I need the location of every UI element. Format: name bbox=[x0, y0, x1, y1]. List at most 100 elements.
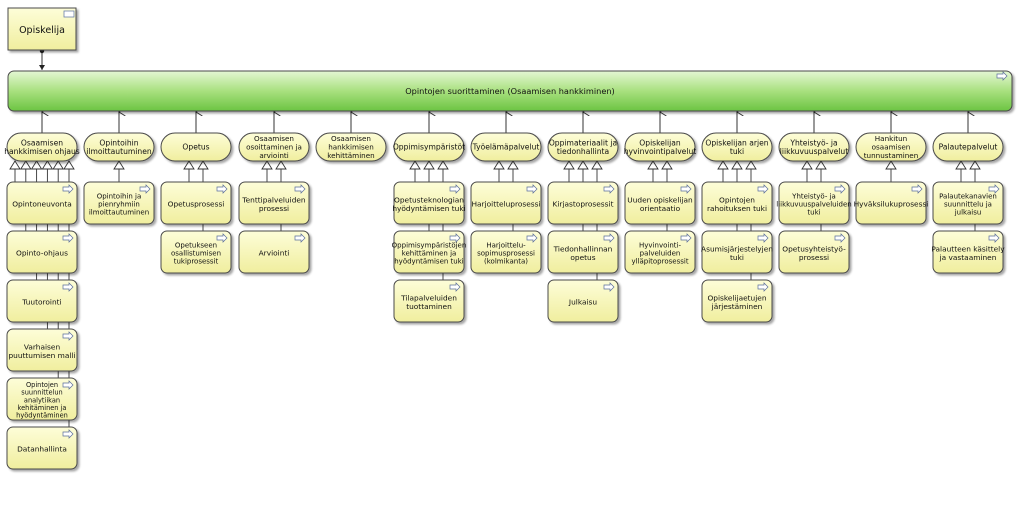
process-item[interactable]: Kirjastoprosessit bbox=[547, 181, 619, 225]
process-label: Opintojen suorittaminen (Osaamisen hankk… bbox=[405, 86, 615, 96]
label-line: opetus bbox=[570, 253, 595, 262]
process-item[interactable]: Opetusyhteistyö-prosessi bbox=[778, 230, 850, 274]
composition-triangle bbox=[275, 160, 287, 170]
label-line: Yhteistyö- ja bbox=[791, 192, 836, 200]
label-line: Varhaisen bbox=[24, 342, 61, 351]
process-arrow-icon bbox=[294, 233, 306, 243]
column-header[interactable]: Opetus bbox=[160, 132, 232, 162]
process-arrow-icon bbox=[62, 380, 74, 390]
process-item[interactable]: Harjoitteluprosessi bbox=[470, 181, 542, 225]
label-line: hyödyntämisen tuki bbox=[394, 258, 464, 266]
process-arrow-icon bbox=[988, 184, 1000, 194]
label-text: Datanhallinta bbox=[17, 445, 67, 454]
process-item[interactable]: Harjoittelu-sopimusprosessi(kolmikanta) bbox=[470, 230, 542, 274]
process-arrow-icon bbox=[449, 233, 461, 243]
composition-triangle bbox=[577, 160, 589, 170]
process-arrow-icon bbox=[603, 233, 615, 243]
label-line: tiedonhallinta bbox=[557, 147, 609, 156]
label-line: Palautepalvelut bbox=[939, 143, 998, 152]
label-line: Opintoihin bbox=[99, 138, 138, 147]
label-line: hyvinvointipalvelut bbox=[624, 147, 697, 156]
composition-triangle bbox=[9, 160, 21, 170]
composition-triangle bbox=[423, 160, 435, 170]
label-line: tuki bbox=[730, 147, 744, 156]
process-arrow-icon bbox=[996, 71, 1008, 81]
label-line: Harjoittelu- bbox=[486, 241, 526, 249]
label-line: tunnustaminen bbox=[864, 151, 919, 160]
label-line: sopimusprosessi bbox=[477, 249, 535, 257]
label-line: tuottaminen bbox=[406, 302, 452, 311]
label-line: pienryhmiin bbox=[98, 200, 140, 208]
composition-triangle bbox=[591, 160, 603, 170]
process-item[interactable]: Tuutorointi bbox=[6, 279, 78, 323]
label-text: Oppimisympäristöt bbox=[393, 143, 465, 152]
label-line: suunnittelu ja bbox=[944, 200, 992, 208]
process-item[interactable]: Datanhallinta bbox=[6, 426, 78, 470]
composition-triangle bbox=[261, 160, 273, 170]
actor-label: Opiskelija bbox=[19, 25, 65, 36]
process-arrow-icon bbox=[988, 233, 1000, 243]
process-item[interactable]: Opinto-ohjaus bbox=[6, 230, 78, 274]
label-text: Harjoittelu-sopimusprosessi(kolmikanta) bbox=[477, 241, 535, 265]
column-header[interactable]: Palautepalvelut bbox=[932, 132, 1004, 162]
label-text: Opintoneuvonta bbox=[12, 200, 72, 209]
label-line: Opetusyhteistyö- bbox=[782, 244, 846, 253]
label-line: liikkuvuuspalveluiden bbox=[776, 200, 851, 208]
label-line: liikkuvuuspalvelut bbox=[780, 147, 848, 156]
process-item[interactable]: Opetusprosessi bbox=[160, 181, 232, 225]
process-item[interactable]: Hyväksilukuprosessi bbox=[854, 181, 929, 225]
label-line: Työelämäpalvelut bbox=[472, 143, 540, 152]
label-line: puuttumisen malli bbox=[8, 351, 75, 360]
label-text: Opetusprosessi bbox=[168, 200, 225, 209]
column-header[interactable]: Työelämäpalvelut bbox=[470, 132, 542, 162]
composition-triangle bbox=[437, 160, 449, 170]
label-line: hyödyntäminen bbox=[16, 411, 68, 419]
actor-opiskelija[interactable]: Opiskelija bbox=[7, 7, 77, 51]
label-text: Arviointi bbox=[259, 249, 290, 258]
column-header[interactable]: Oppimisympäristöt bbox=[393, 132, 465, 162]
process-item[interactable]: Arviointi bbox=[238, 230, 310, 274]
process-arrow-icon bbox=[62, 184, 74, 194]
process-item[interactable]: Opintoneuvonta bbox=[6, 181, 78, 225]
label-line: Oppimisympäristöt bbox=[393, 143, 465, 152]
process-bar-opintojen-suorittaminen[interactable]: Opintojen suorittaminen (Osaamisen hankk… bbox=[7, 70, 1013, 112]
label-text: Työelämäpalvelut bbox=[472, 143, 540, 152]
process-item[interactable]: Julkaisu bbox=[547, 279, 619, 323]
